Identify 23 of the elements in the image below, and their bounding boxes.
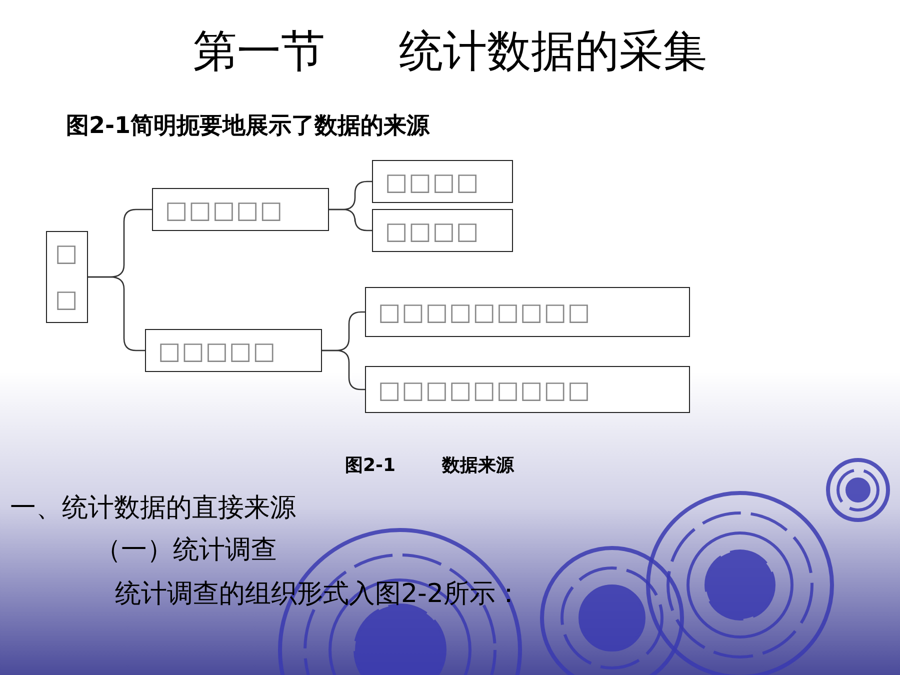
brace-connector	[329, 208, 372, 232]
box-label: □□□□□□□□□	[378, 378, 592, 402]
brace-connector	[322, 350, 365, 390]
body-text: 统计调查的组织形式入图2-2所示：	[115, 578, 522, 611]
category-box	[372, 160, 513, 203]
section-heading: 一、统计数据的直接来源	[10, 492, 296, 525]
box-label: □□	[55, 238, 79, 315]
category-box	[145, 329, 322, 372]
subsection-heading: （一）统计调查	[95, 534, 277, 567]
brace-connector	[88, 276, 145, 352]
category-box	[46, 231, 88, 323]
figure-caption: 图2-1 数据来源	[345, 454, 514, 477]
category-box	[365, 366, 690, 413]
box-label: □□□□□	[165, 198, 284, 222]
category-box	[365, 287, 690, 337]
figure-intro-text: 图2-1简明扼要地展示了数据的来源	[66, 112, 430, 141]
category-box	[372, 209, 513, 252]
box-label: □□□□	[385, 218, 480, 242]
box-label: □□□□□□□□□	[378, 300, 592, 324]
box-label: □□□□□	[158, 338, 276, 362]
slide-title: 第一节 统计数据的采集	[192, 25, 708, 79]
box-label: □□□□	[385, 170, 480, 194]
category-box	[152, 188, 329, 231]
